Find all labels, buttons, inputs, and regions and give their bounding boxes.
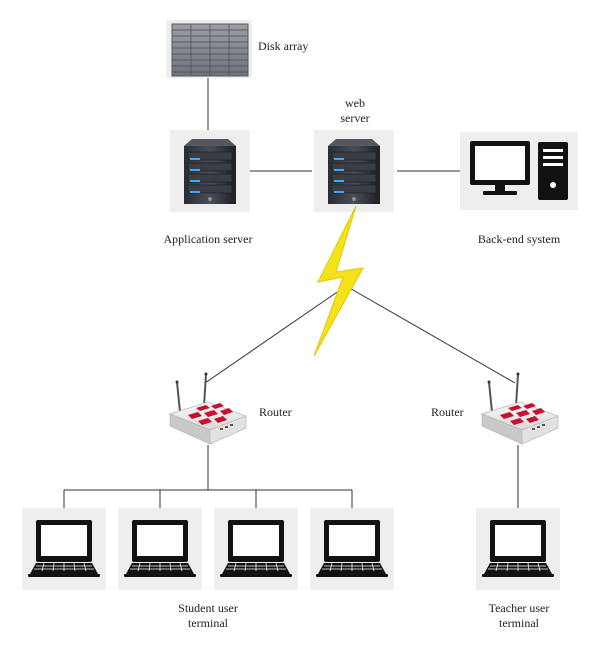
student-terminal-label-line1: Student user <box>178 601 238 615</box>
disk-array-label: Disk array <box>258 39 308 53</box>
teacher-terminal-label-line1: Teacher user <box>489 601 550 615</box>
router-left-label: Router <box>259 405 292 419</box>
application-server-icon <box>169 129 251 213</box>
application-server-label: Application server <box>164 232 253 246</box>
student-terminal-label-line2: terminal <box>188 616 229 630</box>
router-left-icon <box>169 371 247 445</box>
teacher-terminal-label-line2: terminal <box>499 616 540 630</box>
link-hub-router-left <box>204 285 347 384</box>
lightning-bolt-icon <box>313 205 364 357</box>
laptop-icon <box>117 507 203 591</box>
disk-array-icon <box>166 20 252 78</box>
laptop-icon <box>21 507 107 591</box>
laptop-icon <box>475 507 561 591</box>
desktop-computer-icon <box>460 132 578 210</box>
laptop-icon <box>213 507 299 591</box>
router-right-icon <box>481 371 559 445</box>
laptop-icon <box>309 507 395 591</box>
backend-system-label: Back-end system <box>478 232 561 246</box>
web-server-label-line1: web <box>345 96 365 110</box>
link-hub-router-right <box>345 285 516 384</box>
router-right-label: Router <box>431 405 464 419</box>
connection-lines <box>63 78 519 508</box>
web-server-icon <box>313 129 395 213</box>
web-server-label-line2: server <box>340 111 369 125</box>
